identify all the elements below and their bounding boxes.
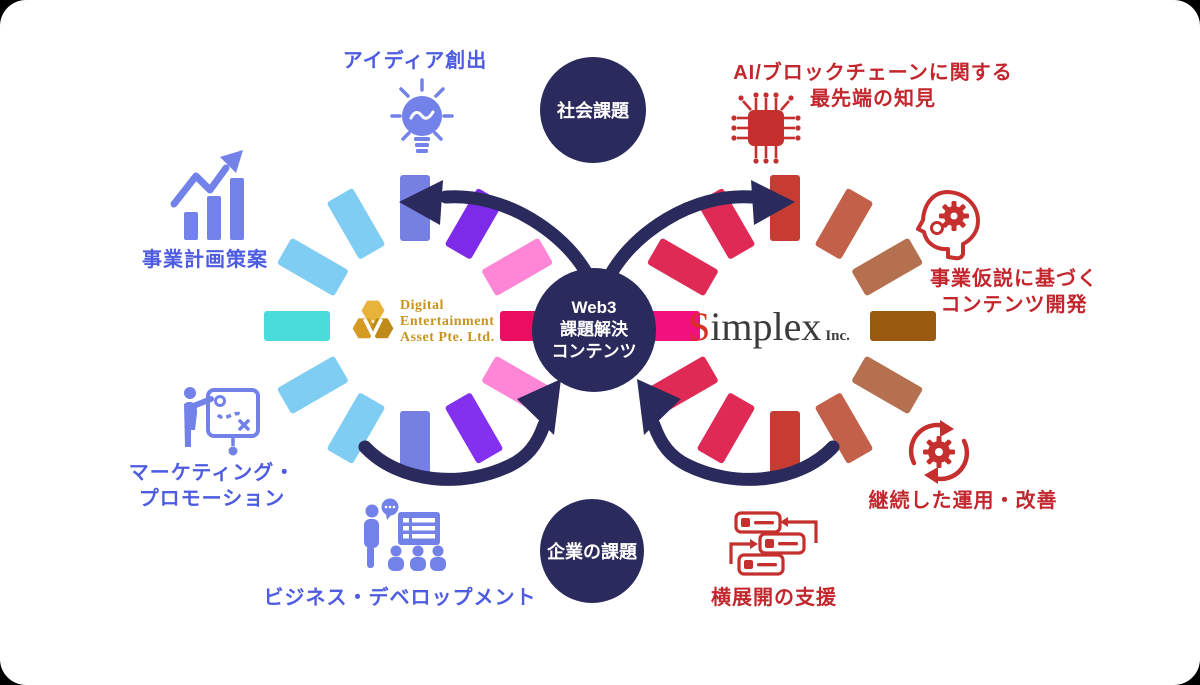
label-horizontal-expansion: 横展開の支援 (711, 587, 837, 609)
ring-segment (444, 392, 504, 465)
label-business-development: ビジネス・デベロップメント (263, 587, 537, 609)
ring-segment (326, 392, 386, 465)
ring-segment (444, 187, 504, 260)
dea-logo-mark (352, 300, 394, 339)
simplex-logo-text: Simplex (688, 304, 822, 349)
ring-segment (696, 187, 756, 260)
corporate-issues-label: 企業の課題 (547, 542, 637, 562)
ring-segment (276, 355, 349, 415)
ring-segment (481, 237, 554, 297)
label-hypothesis-content-dev: 事業仮説に基づく コンテンツ開発 (930, 268, 1098, 316)
dea-logo-text: Digital Entertainment Asset Pte. Ltd. (400, 298, 495, 345)
arrow-arc-left-bottom (358, 418, 551, 486)
label-ai-blockchain-knowledge: AI/ブロックチェーンに関する 最先端の知見 (733, 62, 1013, 110)
ring-segment (400, 411, 430, 477)
presenter-audience-icon (364, 498, 446, 571)
social-issues-circle: 社会課題 (540, 57, 646, 163)
lightbulb-icon (390, 78, 454, 153)
label-business-planning: 事業計画策案 (142, 249, 268, 271)
ring-segment (814, 392, 874, 465)
ring-segment (696, 392, 756, 465)
strategy-board-icon (184, 387, 260, 456)
head-gear-icon (916, 190, 980, 261)
ring-segment (264, 311, 330, 341)
social-issues-label: 社会課題 (557, 101, 629, 121)
ring-segment (770, 175, 800, 241)
dea-logo: Digital Entertainment Asset Pte. Ltd. (352, 298, 495, 346)
ring-segment (646, 355, 719, 415)
simplex-logo-suffix: Inc. (825, 328, 850, 344)
ring-segment (814, 187, 874, 260)
web3-hub-label: Web3 課題解決 コンテンツ (551, 298, 637, 361)
arrow-arc-right-bottom (647, 418, 840, 486)
label-marketing-promotion: マーケティング・ プロモーション (128, 462, 296, 510)
bar-chart-icon (170, 150, 244, 240)
corporate-issues-circle: 企業の課題 (540, 499, 644, 603)
web3-hub-circle: Web3 課題解決 コンテンツ (532, 268, 656, 392)
ring-segment (400, 175, 430, 241)
ring-segment (646, 237, 719, 297)
label-idea-creation: アイディア創出 (342, 50, 488, 72)
chip-icon (731, 92, 801, 164)
ring-segment (770, 411, 800, 477)
ring-segment (851, 355, 924, 415)
server-flow-icon (729, 511, 818, 576)
gear-cycle-icon (908, 420, 970, 484)
ring-segment (326, 187, 386, 260)
label-continuous-operation: 継続した運用・改善 (868, 490, 1058, 512)
